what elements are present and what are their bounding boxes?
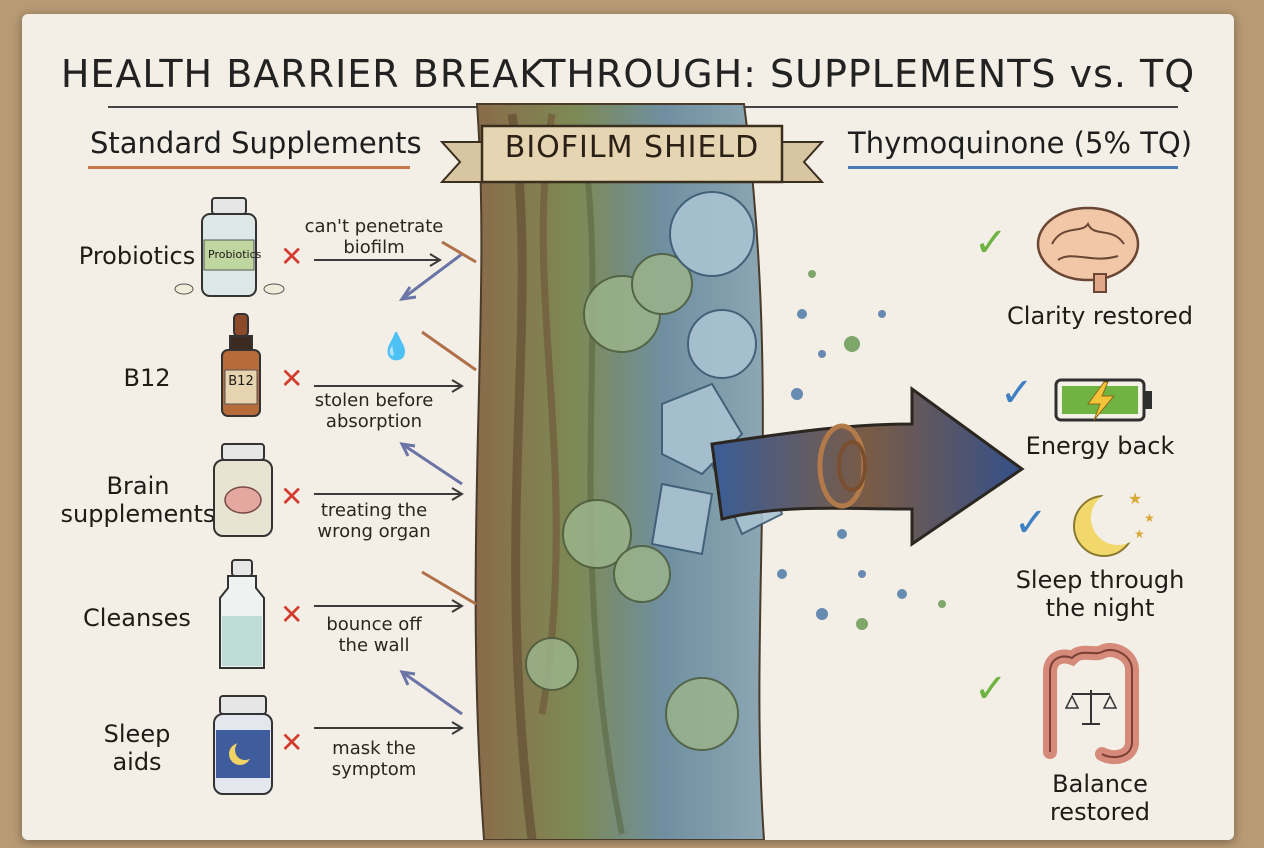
probiotic-bottle-label: Probiotics [208,248,262,261]
x-mark-icon: ✕ [280,480,304,513]
supplement-label-cleanses: Cleanses [83,604,191,632]
svg-text:★: ★ [1128,489,1142,508]
sleep-aid-jar-icon [213,695,273,795]
poster-title: HEALTH BARRIER BREAKTHROUGH: SUPPLEMENTS… [60,52,1196,96]
b12-bottle-label: B12 [228,374,254,389]
moon-stars-icon: ★ ★ ★ [1073,489,1155,557]
battery-icon [1054,378,1152,422]
gut-balance-icon [1043,643,1139,765]
check-icon: ✓ [1000,370,1034,416]
benefit-label-energy: Energy back [1025,432,1175,460]
supplement-label-b12: B12 [123,364,171,392]
x-mark-icon: ✕ [280,362,304,395]
right-heading-underline [848,166,1178,169]
check-icon: ✓ [974,666,1008,712]
check-icon: ✓ [974,220,1008,266]
cleanse-bottle-icon [219,559,265,669]
x-mark-icon: ✕ [280,726,304,759]
svg-text:★: ★ [1134,527,1145,541]
right-column-heading: Thymoquinone (5% TQ) [848,126,1193,160]
benefit-label-balance: Balance restored [1049,770,1151,826]
biofilm-wall-illustration [314,103,1025,840]
svg-text:★: ★ [1144,511,1155,525]
brain-icon [1036,206,1140,293]
biofilm-banner [439,124,825,184]
brain-supplement-jar-icon [213,443,273,537]
water-drop-icon: 💧 [380,332,413,362]
left-column-heading: Standard Supplements [90,126,422,160]
probiotic-bottle-icon [174,197,285,297]
check-icon: ✓ [1014,500,1048,546]
supplement-label-probiotics: Probiotics [78,242,196,270]
dropper-bottle-icon [221,313,261,417]
left-heading-underline [88,166,410,169]
x-mark-icon: ✕ [280,240,304,273]
x-mark-icon: ✕ [280,598,304,631]
poster-page: HEALTH BARRIER BREAKTHROUGH: SUPPLEMENTS… [22,14,1234,840]
benefit-label-clarity: Clarity restored [1007,302,1193,330]
tq-breakthrough-arrow [710,386,1025,547]
biofilm-banner-label: BIOFILM SHIELD [504,130,760,165]
